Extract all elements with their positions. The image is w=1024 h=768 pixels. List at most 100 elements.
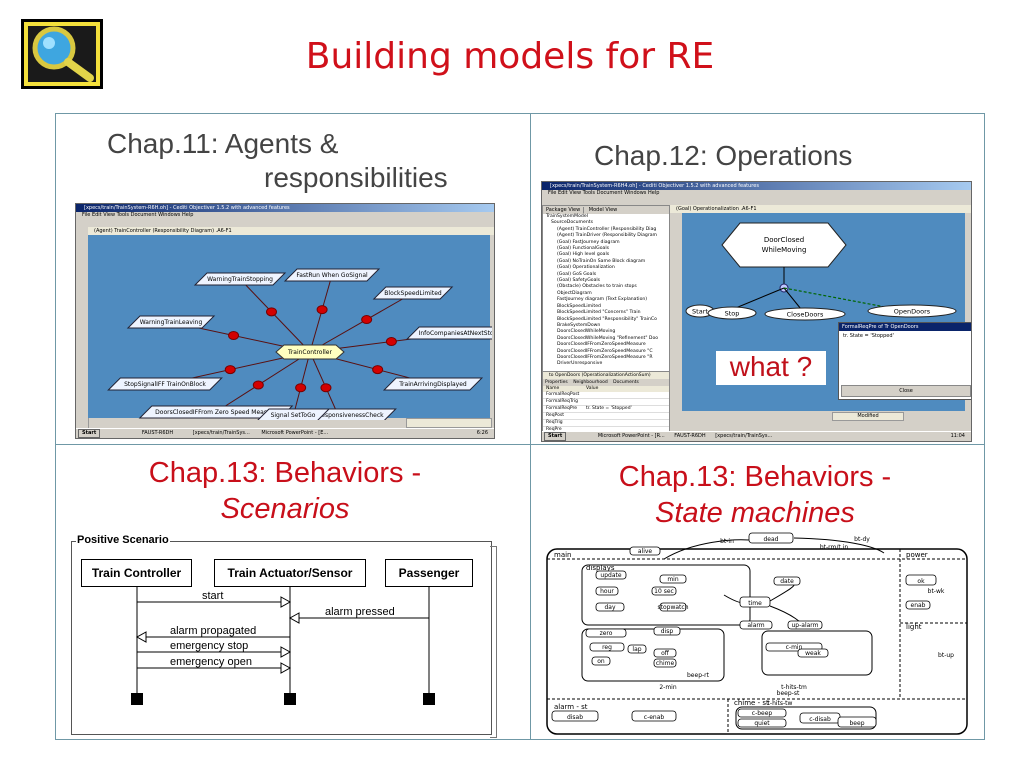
tree-item[interactable]: DoorsClosedIFFromZeroSpeedMeasure "R xyxy=(557,354,653,360)
property-name: FormalReqTrig xyxy=(546,399,578,404)
tab-package-view[interactable]: Package View xyxy=(543,207,585,213)
tree-item[interactable]: BlockSpeedLimited "Concerns" Train xyxy=(557,310,641,316)
operations-task-3[interactable]: [xpecs/train/TrainSys... xyxy=(715,433,773,439)
agents-task-2[interactable]: [xpecs/train/TrainSys... xyxy=(192,430,250,436)
tab-model-view[interactable]: Model View xyxy=(588,207,618,213)
state-box xyxy=(739,596,771,608)
goal-label: FastRun When GoSignal xyxy=(296,272,368,279)
operations-task-2[interactable]: FAUST-R6DH xyxy=(674,433,706,439)
goal-label: BlockSpeedLimited xyxy=(384,290,442,297)
dialog-close-button[interactable]: Close xyxy=(841,385,971,397)
state-box xyxy=(748,532,794,544)
state-label: min xyxy=(667,576,679,583)
goal-node xyxy=(107,377,223,391)
tree-item[interactable]: (Agent) TrainDriver (Responsibility Diag… xyxy=(557,233,658,239)
state-box xyxy=(653,626,681,636)
region-label: displays xyxy=(586,564,615,572)
goal-node xyxy=(283,268,381,282)
state-box xyxy=(739,620,773,630)
state-label: beep xyxy=(850,720,865,727)
tree-item[interactable]: ObjectDiagram xyxy=(557,290,592,296)
agents-task-1[interactable]: FAUST-R6DH xyxy=(141,430,174,436)
tree-item[interactable]: BrakeSystemDown xyxy=(557,322,601,328)
goal-label: StopSignalIFF TrainOnBlock xyxy=(124,381,206,388)
agent-label: TrainController xyxy=(287,349,332,356)
property-row[interactable]: ReqTrig xyxy=(543,420,669,427)
agents-start-button[interactable]: Start xyxy=(78,429,101,438)
lifeline-train-controller: Train Controller xyxy=(81,559,192,587)
msg-start: start xyxy=(202,590,224,602)
tree-item[interactable]: (Goal) High level goals xyxy=(557,252,610,258)
event-label: bt-rm/t.in xyxy=(820,544,848,551)
state-label: dead xyxy=(764,536,779,543)
state-label: disab xyxy=(567,714,583,721)
tree-item[interactable]: (Goal) Operationalization xyxy=(557,265,615,271)
tree-item[interactable]: DoorsClosedIFFromZeroSpeedMeasure "C xyxy=(557,348,653,354)
tree-item[interactable]: (Obstacle) Obstacles to train stops xyxy=(557,284,637,290)
state-label: stopwatch xyxy=(658,604,689,611)
scenario-frame xyxy=(71,541,492,735)
tree-item[interactable]: FastJourney diagram (Text Explanation) xyxy=(557,297,648,303)
tree-item[interactable]: (Goal) GoS Goals xyxy=(557,271,597,277)
operations-window-title: [xpecs/train/TrainSystem-R6H4.oh] - Cedi… xyxy=(542,182,971,190)
scenarios-caption-line1: Chap.13: Behaviors - xyxy=(148,457,422,489)
state-box xyxy=(737,708,787,718)
tree-item[interactable]: (Goal) SafetyGoals xyxy=(557,278,601,284)
agents-caption-line2: responsibilities xyxy=(264,162,448,193)
scenario-frame-label: Positive Scenario xyxy=(76,534,170,546)
agents-caption-rest: Agents & xyxy=(224,128,339,159)
msg-emergency-stop: emergency stop xyxy=(170,640,249,652)
state-label: up-alarm xyxy=(791,622,818,629)
state-box xyxy=(659,574,687,584)
agents-taskbar: Start FAUST-R6DH [xpecs/train/TrainSys..… xyxy=(76,428,494,438)
operations-start-button[interactable]: Start xyxy=(544,432,567,441)
state-box xyxy=(595,570,627,580)
tree-item[interactable]: DoorsClosedWhileMoving xyxy=(557,329,616,335)
state-label: c-beep xyxy=(752,710,773,717)
msg-alarm-pressed: alarm pressed xyxy=(325,606,395,618)
tree-item[interactable]: (Goal) NoTrainOn Same Block diagram xyxy=(557,258,646,264)
tree-item[interactable]: (Goal) FunctionalGoals xyxy=(557,246,609,252)
agents-diagram-title: (Agent) TrainController (Responsibility … xyxy=(88,227,494,235)
horizontal-divider xyxy=(56,444,984,445)
tree-item[interactable]: DoorsClosedIFFromZeroSpeedMeasure xyxy=(557,342,646,348)
property-row[interactable]: FormalReqPost xyxy=(543,392,669,399)
goal-label: DoorsClosedIFFrom Zero Speed Measure xyxy=(155,409,277,416)
tree-item[interactable]: (Goal) FastJourney diagram xyxy=(557,239,620,245)
col-value: Value xyxy=(586,386,599,391)
tab-properties[interactable]: Properties xyxy=(545,380,568,385)
agents-task-3[interactable]: Microsoft PowerPoint - [E... xyxy=(261,430,329,436)
operations-menu-bar[interactable]: File Edit View Tools Document Windows He… xyxy=(548,190,660,196)
tree-item[interactable]: TrainSystemModel xyxy=(546,214,588,219)
overlay-backdrop xyxy=(716,351,826,385)
statemachines-caption-line1: Chap.13: Behaviors - xyxy=(618,461,892,493)
operation-node xyxy=(764,307,846,321)
tab-documents[interactable]: Documents xyxy=(613,380,639,385)
event-label: beep-rt xyxy=(687,672,710,679)
tree-item[interactable]: SourceDocuments xyxy=(551,220,593,226)
property-name: ReqPost xyxy=(546,413,564,418)
property-row[interactable]: ReqPost xyxy=(543,413,669,420)
lifeline-passenger: Passenger xyxy=(385,559,473,587)
tree-item[interactable]: BlockSpeedLimited "Responsibility" Train… xyxy=(557,316,657,322)
property-row[interactable]: FormalReqTrig xyxy=(543,399,669,406)
goal-label: InfoCompaniesAtNextStop xyxy=(419,330,492,337)
model-tree[interactable]: Package View Model View TrainSystemModel… xyxy=(542,205,670,373)
tree-item[interactable]: BlockSpeedLimited xyxy=(557,303,601,309)
tree-item[interactable]: (Agent) TrainController (Responsibility … xyxy=(557,226,657,232)
tree-item[interactable]: DoorsClosedWhileMoving "Refinement" Doo xyxy=(557,335,659,341)
agents-menu-bar[interactable]: File Edit View Tools Document Windows He… xyxy=(82,212,194,218)
tree-item[interactable]: DriverUnresponsive xyxy=(557,361,603,367)
state-box xyxy=(629,546,661,556)
operation-node xyxy=(707,306,757,320)
event-label: 2-min xyxy=(659,684,676,691)
agent-link xyxy=(215,351,311,413)
tab-neighbourhood[interactable]: Neighbourhood xyxy=(573,380,608,385)
event-label: bt-dy xyxy=(854,536,870,543)
operations-task-1[interactable]: Microsoft PowerPoint - [R... xyxy=(597,433,665,439)
